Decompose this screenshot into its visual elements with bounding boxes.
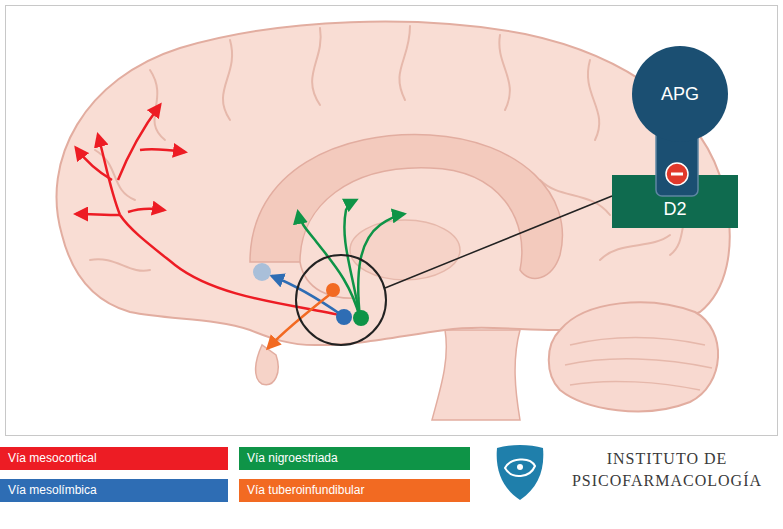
- node-label: APG: [661, 84, 699, 105]
- legend-swatch: Vía nigroestriada: [239, 447, 470, 470]
- brand-name: INSTITUTO DE PSICOFARMACOLOGÍA: [556, 448, 778, 492]
- legend-text: Vía mesocortical: [8, 451, 220, 465]
- legend-text: Vía tuberoinfundibular: [247, 483, 462, 497]
- drug-circle: APG: [632, 46, 728, 142]
- legend-swatch: Vía mesocortical: [0, 447, 228, 470]
- legend-swatch: Vía tuberoinfundibular: [239, 479, 470, 502]
- legend-text: Vía mesolímbica: [8, 483, 220, 497]
- receptor-box: D2: [612, 175, 738, 228]
- legend-swatch: Vía mesolímbica: [0, 479, 228, 502]
- node-label: D2: [663, 199, 686, 220]
- legend-text: Vía nigroestriada: [247, 451, 462, 465]
